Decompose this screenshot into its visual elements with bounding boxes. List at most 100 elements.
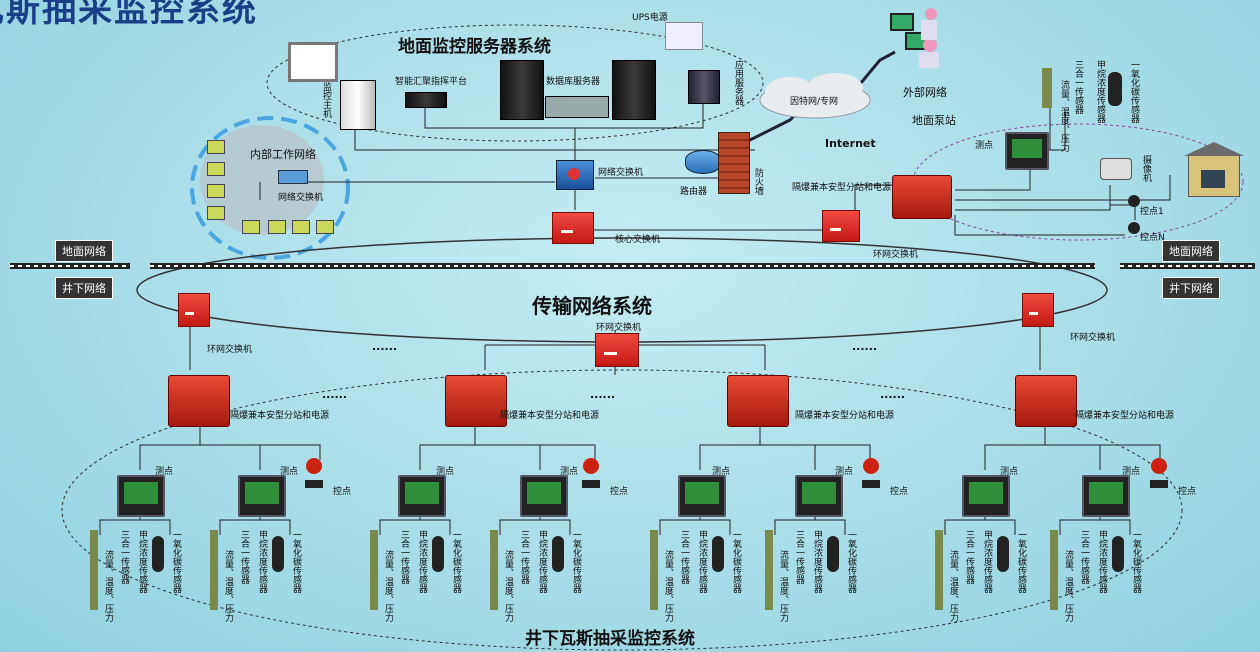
sensor-cluster: 流量、温度、压力 三合一传感器 甲烷浓度传感器 一氧化碳传感器 [1048, 530, 1148, 622]
sensor-cluster: 流量、温度、压力 三合一传感器 甲烷浓度传感器 一氧化碳传感器 [933, 530, 1033, 622]
monitor-icon [520, 475, 568, 517]
sensor-a-label: 流量、温度、压力 [663, 550, 673, 622]
sensor-cluster: 流量、温度、压力 三合一传感器 甲烷浓度传感器 一氧化碳传感器 [763, 530, 863, 622]
pump-house-icon [1184, 142, 1244, 197]
underground-net-tag-left: 井下网络 [55, 277, 113, 299]
sensor-d-label: 一氧化碳传感器 [1016, 530, 1026, 593]
pc-icon [268, 220, 286, 234]
sensor-cluster: 流量、温度、压力 三合一传感器 甲烷浓度传感器 一氧化碳传感器 [88, 530, 188, 622]
sensor-d-label: 一氧化碳传感器 [1131, 530, 1141, 593]
db-server-left-icon [500, 60, 544, 120]
db-server-label: 数据库服务器 [546, 77, 601, 87]
sensor-c-label: 甲烷浓度传感器 [982, 530, 992, 593]
measure-label: 测点 [712, 467, 731, 477]
substation-label: 隔爆兼本安型分站和电源 [795, 411, 895, 421]
ellipsis-2: ...... [852, 340, 878, 353]
sensor-a-label: 流量、温度、压力 [223, 550, 233, 622]
db-server-right-icon [612, 60, 656, 120]
pump-substation-label: 隔爆兼本安型分站和电源 [792, 183, 892, 193]
measure-label: 测点 [280, 467, 299, 477]
control-n-label: 控点N [1140, 233, 1165, 243]
sensor-c-label: 甲烷浓度传感器 [417, 530, 427, 593]
sensor-b-label: 三合一传感器 [794, 530, 804, 584]
sensor-c-label: 甲烷浓度传感器 [257, 530, 267, 593]
router-icon [685, 150, 721, 174]
sensor-b-label: 三合一传感器 [119, 530, 129, 584]
monitor-host-label: 监控主机 [321, 82, 331, 118]
monitor-icon [962, 475, 1010, 517]
internal-net-ellipse [190, 116, 350, 260]
main-switch-label: 网络交换机 [598, 168, 644, 178]
pump-substation-icon [892, 175, 952, 219]
substation-label: 隔爆兼本安型分站和电源 [1075, 411, 1175, 421]
workstation-people-icon [885, 8, 945, 68]
substation-icon [445, 375, 507, 427]
sensor-d-label: 一氧化碳传感器 [571, 530, 581, 593]
sensor-b-label: 三合一传感器 [399, 530, 409, 584]
sensor-d-label: 一氧化碳传感器 [171, 530, 181, 593]
control-label: 控点 [1178, 487, 1197, 497]
sensor-c-label: 甲烷浓度传感器 [812, 530, 822, 593]
pc-icon [316, 220, 334, 234]
pump-sensor-b-label: 三合一传感器 [1073, 60, 1083, 114]
sensor-a-label: 流量、温度、压力 [1063, 550, 1073, 622]
sensor-c-label: 甲烷浓度传感器 [537, 530, 547, 593]
surface-net-tag-right: 地面网络 [1162, 240, 1220, 262]
control-label: 控点 [890, 487, 909, 497]
pc-icon [242, 220, 260, 234]
pc-icon [207, 140, 225, 154]
camera-icon [1100, 158, 1132, 180]
ring-switch-left-label: 环网交换机 [207, 345, 253, 355]
ellipsis-4: ...... [590, 388, 616, 401]
pc-icon [207, 184, 225, 198]
sensor-b-label: 三合一传感器 [1079, 530, 1089, 584]
internal-net-bg [200, 125, 324, 235]
pump-sensor-d-label: 一氧化碳传感器 [1129, 60, 1139, 123]
ups-label: UPS电源 [632, 13, 668, 23]
sensor-d-label: 一氧化碳传感器 [731, 530, 741, 593]
underground-system-label: 井下瓦斯抽采监控系统 [525, 629, 695, 649]
flow-sensor-icon [1042, 68, 1052, 108]
sensor-a-label: 流量、温度、压力 [503, 550, 513, 622]
camera-label: 摄像机 [1141, 155, 1151, 182]
substation-label: 隔爆兼本安型分站和电源 [500, 411, 600, 421]
sensor-cluster: 流量、温度、压力 三合一传感器 甲烷浓度传感器 一氧化碳传感器 [208, 530, 308, 622]
firewall-label: 防火墙 [753, 168, 763, 195]
sensor-a-label: 流量、温度、压力 [778, 550, 788, 622]
joystick-icon [582, 458, 600, 488]
page-title: 瓦斯抽采监控系统 [0, 0, 258, 30]
sensor-cluster: 流量、温度、压力 三合一传感器 甲烷浓度传感器 一氧化碳传感器 [368, 530, 468, 622]
ellipsis-3: ...... [322, 388, 348, 401]
co-sensor-icon [1108, 72, 1122, 106]
joystick-icon [1125, 195, 1143, 225]
measure-label: 测点 [835, 467, 854, 477]
app-server-icon [688, 70, 720, 104]
core-switch-label: 核心交换机 [615, 235, 661, 245]
sensor-b-label: 三合一传感器 [679, 530, 689, 584]
sensor-b-label: 三合一传感器 [964, 530, 974, 584]
cmd-platform-label: 智能汇聚指挥平台 [395, 77, 468, 87]
measure-label: 测点 [436, 467, 455, 477]
underground-ellipse [61, 369, 1183, 651]
surface-pump-label: 地面泵站 [912, 114, 956, 127]
ups-icon [665, 22, 703, 50]
measure-label: 测点 [1122, 467, 1141, 477]
transport-system-label: 传输网络系统 [532, 294, 652, 318]
db-storage-icon [545, 96, 609, 118]
control-label: 控点 [333, 487, 352, 497]
monitor-icon [1082, 475, 1130, 517]
control-label: 控点 [610, 487, 629, 497]
surface-server-system-label: 地面监控服务器系统 [398, 37, 551, 57]
sensor-d-label: 一氧化碳传感器 [451, 530, 461, 593]
monitor-screen-icon [288, 42, 338, 82]
sensor-d-label: 一氧化碳传感器 [291, 530, 301, 593]
internal-switch-label: 网络交换机 [278, 193, 324, 203]
ring-switch-right-label: 环网交换机 [1070, 333, 1116, 343]
monitor-icon [795, 475, 843, 517]
internet-label: Internet [825, 137, 876, 150]
pc-icon [207, 162, 225, 176]
monitor-icon [117, 475, 165, 517]
sensor-cluster: 流量、温度、压力 三合一传感器 甲烷浓度传感器 一氧化碳传感器 [488, 530, 588, 622]
surface-server-ellipse [266, 24, 764, 142]
